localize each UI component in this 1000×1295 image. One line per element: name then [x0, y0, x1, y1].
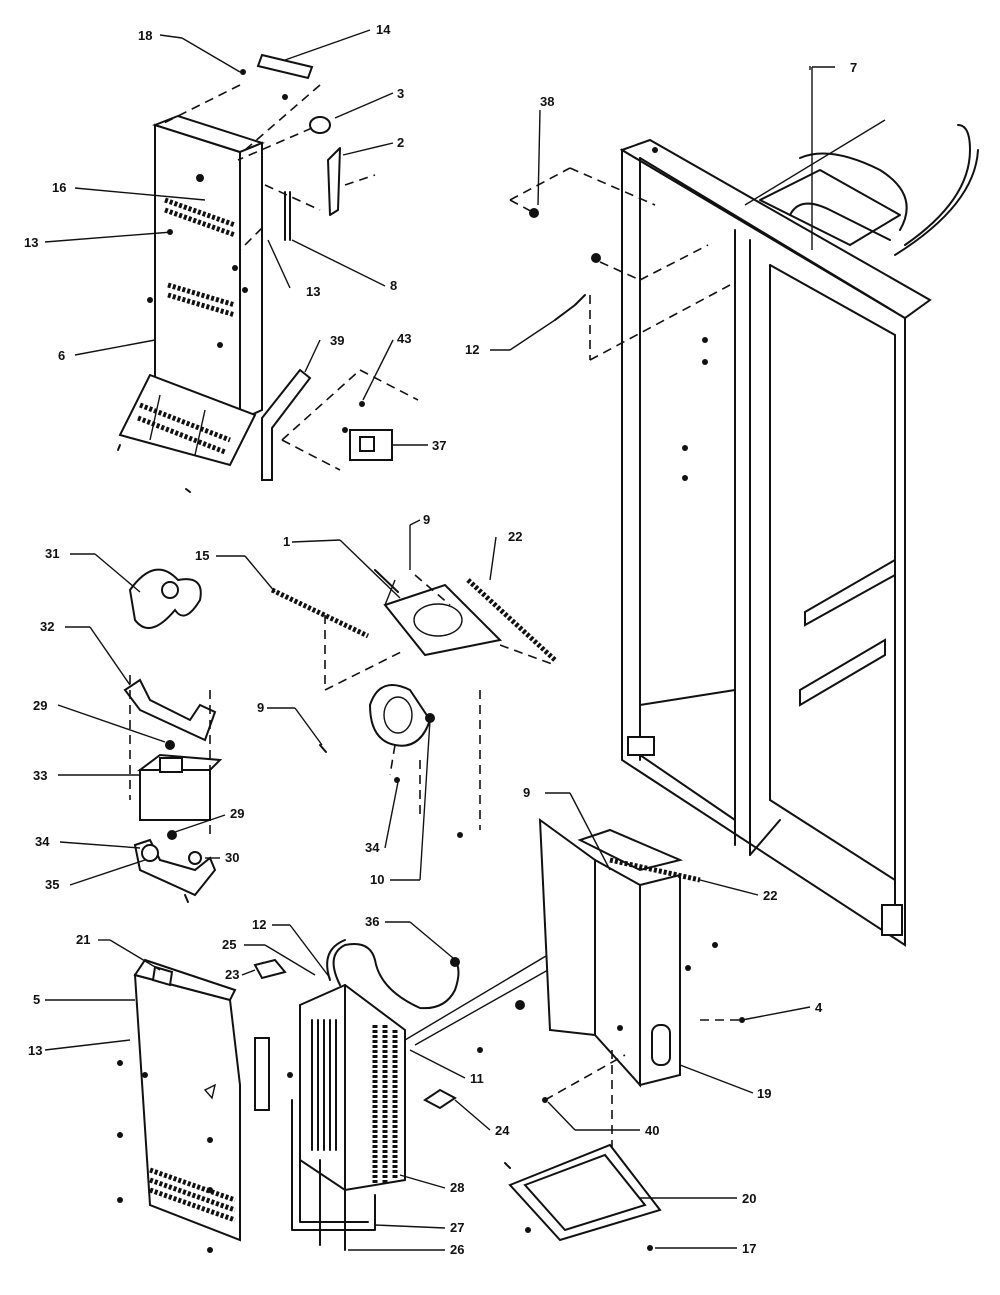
callout-39: 39	[330, 333, 344, 348]
callout-22b: 22	[763, 888, 777, 903]
callout-22a: 22	[508, 529, 522, 544]
callout-23: 23	[225, 967, 239, 982]
leader-lines	[44, 29, 835, 1251]
callout-35: 35	[45, 877, 59, 892]
callout-9c: 9	[523, 785, 530, 800]
callout-19: 19	[757, 1086, 771, 1101]
callout-9b: 9	[257, 700, 264, 715]
evaporator-cover	[117, 958, 287, 1253]
callout-9a: 9	[423, 512, 430, 527]
callout-43: 43	[397, 331, 411, 346]
callout-27: 27	[450, 1220, 464, 1235]
callout-15: 15	[195, 548, 209, 563]
callout-2: 2	[397, 135, 404, 150]
fan-shroud-assembly	[270, 569, 557, 838]
callout-10: 10	[370, 872, 384, 887]
callout-25: 25	[222, 937, 236, 952]
callout-28: 28	[450, 1180, 464, 1195]
callout-6: 6	[58, 348, 65, 363]
callout-33: 33	[33, 768, 47, 783]
callout-34a: 34	[35, 834, 50, 849]
callout-32: 32	[40, 619, 54, 634]
callout-21: 21	[76, 932, 90, 947]
callout-40: 40	[645, 1123, 659, 1138]
callout-26: 26	[450, 1242, 464, 1257]
callout-30: 30	[225, 850, 239, 865]
callout-labels: 18 14 3 2 16 13 13 8 6 39 43 37 38 7 12 …	[24, 22, 857, 1257]
callout-4: 4	[815, 1000, 823, 1015]
callout-36: 36	[365, 914, 379, 929]
cabinet-liner	[509, 66, 979, 947]
callout-38: 38	[540, 94, 554, 109]
callout-5: 5	[33, 992, 40, 1007]
callout-37: 37	[432, 438, 446, 453]
callout-12b: 12	[252, 917, 266, 932]
callout-13b: 13	[306, 284, 320, 299]
callout-34b: 34	[365, 840, 380, 855]
back-panel-and-drain	[477, 817, 745, 1251]
duct-panel-assembly	[117, 53, 419, 493]
callout-12: 12	[465, 342, 479, 357]
callout-31: 31	[45, 546, 59, 561]
callout-29b: 29	[230, 806, 244, 821]
callout-13a: 13	[24, 235, 38, 250]
callout-17: 17	[742, 1241, 756, 1256]
callout-8: 8	[390, 278, 397, 293]
callout-11: 11	[470, 1071, 484, 1086]
callout-14: 14	[376, 22, 391, 37]
callout-20: 20	[742, 1191, 756, 1206]
fan-motor-assembly	[123, 568, 223, 903]
callout-16: 16	[52, 180, 66, 195]
callout-3: 3	[397, 86, 404, 101]
callout-29a: 29	[33, 698, 47, 713]
callout-7: 7	[850, 60, 857, 75]
callout-24: 24	[495, 1123, 510, 1138]
callout-18: 18	[138, 28, 152, 43]
evaporator-coil	[287, 924, 611, 1251]
callout-13c: 13	[28, 1043, 42, 1058]
callout-1: 1	[283, 534, 290, 549]
